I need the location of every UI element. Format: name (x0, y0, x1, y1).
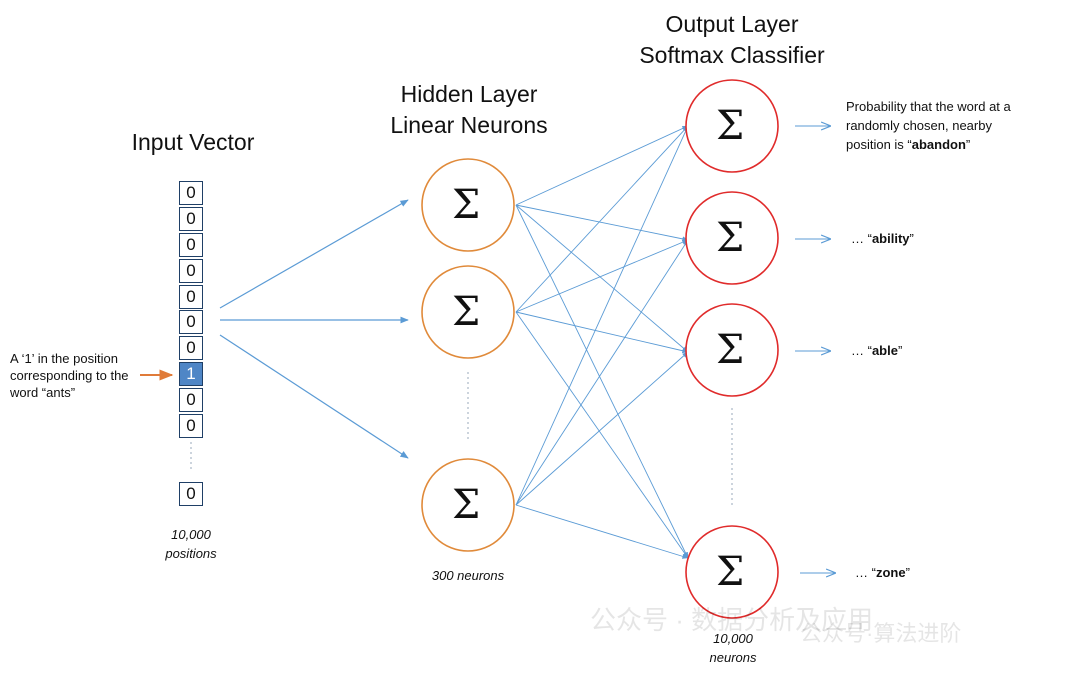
output-title-line2: Softmax Classifier (639, 42, 825, 68)
output-word-1: abandon (911, 137, 966, 152)
watermark-text-1: 公众号 · 数据分析及应用 (590, 605, 874, 635)
vector-cell: 0 (179, 336, 203, 360)
vector-cell-hot: 1 (179, 362, 203, 386)
input-size-label-line1: 10,000 (171, 527, 211, 542)
output-neuron-3 (685, 303, 779, 397)
hidden-neurons (421, 158, 515, 552)
watermark-text-2: 公众号·算法进阶 (800, 621, 962, 646)
output-neuron-1 (685, 79, 779, 173)
sigma-output-1: Σ (716, 103, 745, 149)
output-label-4-prefix: … “ (855, 565, 876, 580)
vector-cell: 0 (179, 310, 203, 334)
vector-cell: 0 (179, 181, 203, 205)
output-label-2-prefix: … “ (851, 231, 872, 246)
output-neuron-2 (685, 191, 779, 285)
vector-cell: 0 (179, 285, 203, 309)
output-label-1-line2: randomly chosen, nearby (846, 118, 992, 133)
output-label-1-line1: Probability that the word at a (846, 99, 1011, 114)
input-size-label-line2: positions (165, 546, 217, 561)
sigma-output-3: Σ (716, 327, 745, 373)
hidden-neuron-2 (421, 265, 515, 359)
hidden-neuron-1 (421, 158, 515, 252)
output-neuron-4 (685, 525, 779, 619)
output-count-label-line2: neurons (709, 650, 757, 665)
output-label-3: … “able” (851, 343, 902, 359)
hidden-title-line1: Hidden Layer (400, 81, 538, 107)
hidden-count-label: 300 neurons (431, 568, 505, 583)
output-label-2-suffix: ” (909, 231, 914, 246)
hidden-neuron-3 (421, 458, 515, 552)
vector-cell: 0 (179, 233, 203, 257)
vector-cell: 0 (179, 259, 203, 283)
output-word-2: ability (871, 231, 910, 246)
output-count-label-line1: 10,000 (713, 631, 753, 646)
vector-cell: 0 (179, 414, 203, 438)
ellipsis-dashes (190, 372, 733, 508)
output-label-4: … “zone” (855, 565, 910, 581)
hidden-to-output-connections (515, 125, 689, 559)
output-arrows (795, 126, 835, 573)
sigma-hidden-2: Σ (452, 289, 481, 335)
sigma-hidden-3: Σ (452, 482, 481, 528)
output-label-2: … “ability” (851, 231, 914, 247)
output-label-3-prefix: … “ (851, 343, 872, 358)
sigma-hidden-1: Σ (452, 182, 481, 228)
vector-cell: 0 (179, 207, 203, 231)
input-annotation-line1: A ‘1’ in the position (10, 351, 118, 366)
vector-cell: 0 (179, 388, 203, 412)
sigma-output-2: Σ (716, 215, 745, 261)
input-annotation-line3: word “ants” (10, 385, 76, 400)
hidden-title-line2: Linear Neurons (390, 112, 548, 138)
output-label-4-suffix: ” (905, 565, 910, 580)
output-label-3-suffix: ” (897, 343, 903, 358)
input-title: Input Vector (131, 129, 255, 155)
output-label-1-prefix: position is “ (846, 137, 912, 152)
sigma-output-4: Σ (716, 549, 745, 595)
vector-cell-last: 0 (179, 482, 203, 506)
output-title-line1: Output Layer (665, 11, 799, 37)
output-word-3: able (871, 343, 898, 358)
output-neurons (685, 79, 779, 619)
input-to-hidden-connections (219, 199, 409, 459)
output-label-1-line3: position is “abandon” (846, 137, 970, 153)
output-word-4: zone (875, 565, 906, 580)
input-annotation-line2: corresponding to the (10, 368, 129, 383)
output-label-1-suffix: ” (965, 137, 971, 152)
